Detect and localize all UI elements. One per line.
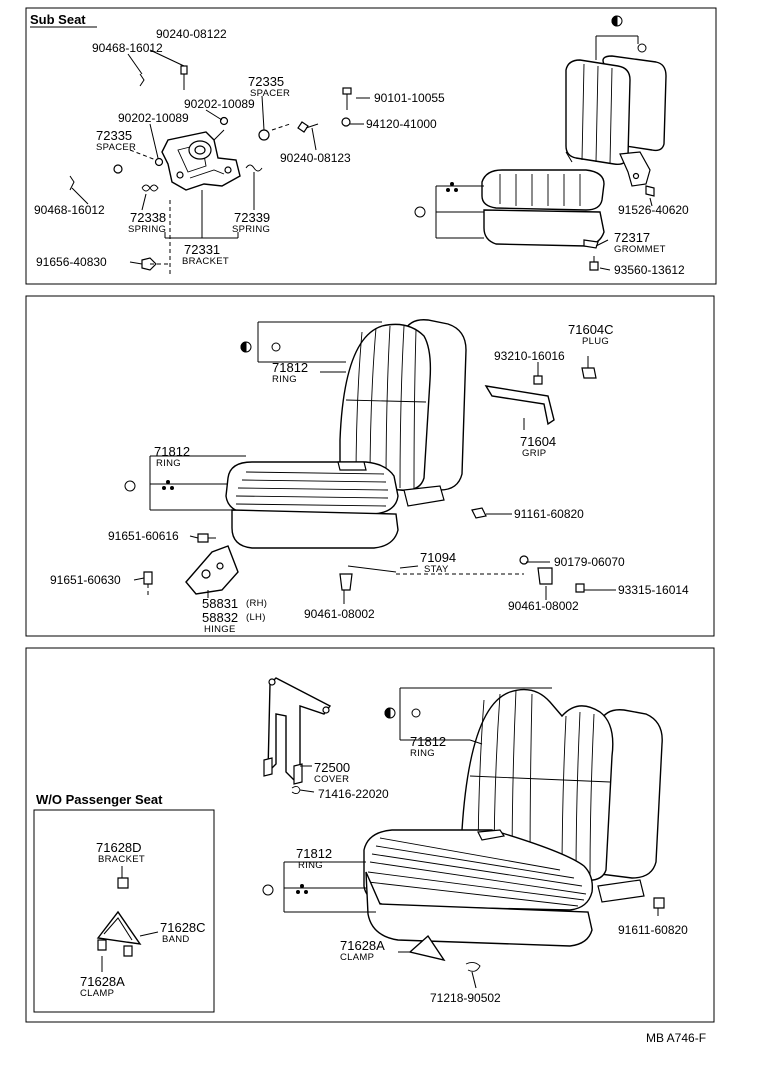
- part-description: COVER: [314, 774, 349, 785]
- part-number: 91651-60616: [108, 529, 179, 543]
- part-number: 91611-60820: [618, 923, 688, 937]
- small-hardware-sub-seat: [69, 65, 352, 274]
- panel-wo-passenger-seat: [33, 809, 215, 1013]
- part-description: (RH): [246, 598, 267, 609]
- part-description: HINGE: [204, 624, 236, 635]
- part-number: 71218-90502: [430, 991, 501, 1005]
- leader-lines-bench-seat: [299, 739, 659, 989]
- part-number: 71812: [154, 444, 190, 459]
- part-number: 91656-40830: [36, 255, 107, 269]
- part-number: 90468-16012: [34, 203, 105, 217]
- part-number: 71628C: [160, 920, 206, 935]
- part-number: 71604: [520, 434, 556, 449]
- bracket-assembly-drawing: [161, 129, 241, 191]
- part-number: 71812: [272, 360, 308, 375]
- part-description: (LH): [246, 612, 266, 623]
- part-description: SPRING: [128, 224, 166, 235]
- part-number: 72500: [314, 760, 350, 775]
- section-title-sub-seat: Sub Seat: [30, 12, 86, 27]
- leader-lines-front-seat: [133, 356, 616, 604]
- panel-bench-seat: [25, 647, 715, 1023]
- part-number: 72338: [130, 210, 166, 225]
- part-number: 72317: [614, 230, 650, 245]
- diagram-code: MB A746-F: [646, 1031, 706, 1045]
- part-number: 90461-08002: [304, 607, 375, 621]
- part-number: 71094: [420, 550, 456, 565]
- part-number: 90202-10089: [184, 97, 255, 111]
- part-number: 91526-40620: [618, 203, 689, 217]
- part-number: 94120-41000: [366, 117, 437, 131]
- part-number: 90101-10055: [374, 91, 445, 105]
- part-description: BRACKET: [182, 256, 229, 267]
- part-number: 72335: [248, 74, 284, 89]
- wo-passenger-drawing: [96, 866, 159, 972]
- part-number: 91651-60630: [50, 573, 121, 587]
- panel-front-seat: [25, 295, 715, 637]
- part-description: BRACKET: [98, 854, 145, 865]
- part-number: 71628A: [80, 974, 125, 989]
- part-description: CLAMP: [340, 952, 374, 963]
- sub-seat-drawing: [414, 15, 667, 271]
- part-number: 72335: [96, 128, 132, 143]
- leader-lines-sub-seat: [71, 49, 653, 271]
- section-title-wo-passenger: W/O Passenger Seat: [36, 792, 163, 807]
- bench-seat-drawing: [262, 677, 665, 972]
- part-number: 71628D: [96, 840, 142, 855]
- part-number: 58831: [202, 596, 238, 611]
- part-number: 71604C: [568, 322, 614, 337]
- part-description: CLAMP: [80, 988, 114, 999]
- part-description: RING: [410, 748, 435, 759]
- part-number: 90240-08123: [280, 151, 351, 165]
- part-number: 90468-16012: [92, 41, 163, 55]
- part-description: GRIP: [522, 448, 546, 459]
- part-number: 93560-13612: [614, 263, 685, 277]
- part-number: 72331: [184, 242, 220, 257]
- part-number: 71812: [410, 734, 446, 749]
- panel-sub-seat: [25, 7, 717, 285]
- part-number: 90240-08122: [156, 27, 227, 41]
- front-seat-drawing: [124, 319, 597, 596]
- part-description: RING: [156, 458, 181, 469]
- part-number: 71812: [296, 846, 332, 861]
- part-description: SPRING: [232, 224, 270, 235]
- part-description: PLUG: [582, 336, 609, 347]
- part-description: GROMMET: [614, 244, 666, 255]
- part-number: 93210-16016: [494, 349, 565, 363]
- part-number: 90461-08002: [508, 599, 579, 613]
- part-description: BAND: [162, 934, 190, 945]
- part-number: 90179-06070: [554, 555, 625, 569]
- part-description: RING: [298, 860, 323, 871]
- part-number: 71416-22020: [318, 787, 389, 801]
- part-number: 72339: [234, 210, 270, 225]
- part-description: RING: [272, 374, 297, 385]
- part-number: 58832: [202, 610, 238, 625]
- part-description: SPACER: [250, 88, 290, 99]
- part-number: 91161-60820: [514, 507, 584, 521]
- part-number: 90202-10089: [118, 111, 189, 125]
- part-number: 71628A: [340, 938, 385, 953]
- part-number: 93315-16014: [618, 583, 689, 597]
- part-description: STAY: [424, 564, 449, 575]
- part-description: SPACER: [96, 142, 136, 153]
